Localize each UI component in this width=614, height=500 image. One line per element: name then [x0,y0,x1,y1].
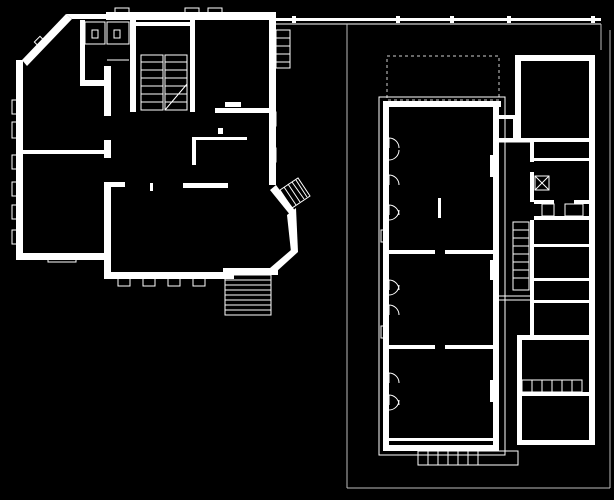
service-stair [512,221,530,291]
left-building-washrooms [84,21,130,61]
site-boundary [346,24,611,489]
left-building [11,7,311,316]
left-building-exterior-walls [16,12,298,279]
hall-doors [380,137,400,411]
left-building-side-stair [279,177,311,209]
lower-room-vents [521,379,583,393]
service-wing-walls [499,55,595,445]
left-building-windows [11,7,277,287]
left-building-rear-stair [275,29,291,69]
left-building-entry-stair [224,274,272,316]
right-building-entry-stair [417,450,519,466]
hall-partitions [389,155,493,441]
hall-inner-lines [378,96,506,456]
connecting-walkway [276,16,601,25]
service-wing-lines [499,141,584,301]
canopy-outline [386,55,500,101]
left-building-main-stair [140,54,188,111]
left-building-interior-walls [23,20,269,254]
right-building [346,24,611,489]
hall-exterior-walls [383,101,501,451]
